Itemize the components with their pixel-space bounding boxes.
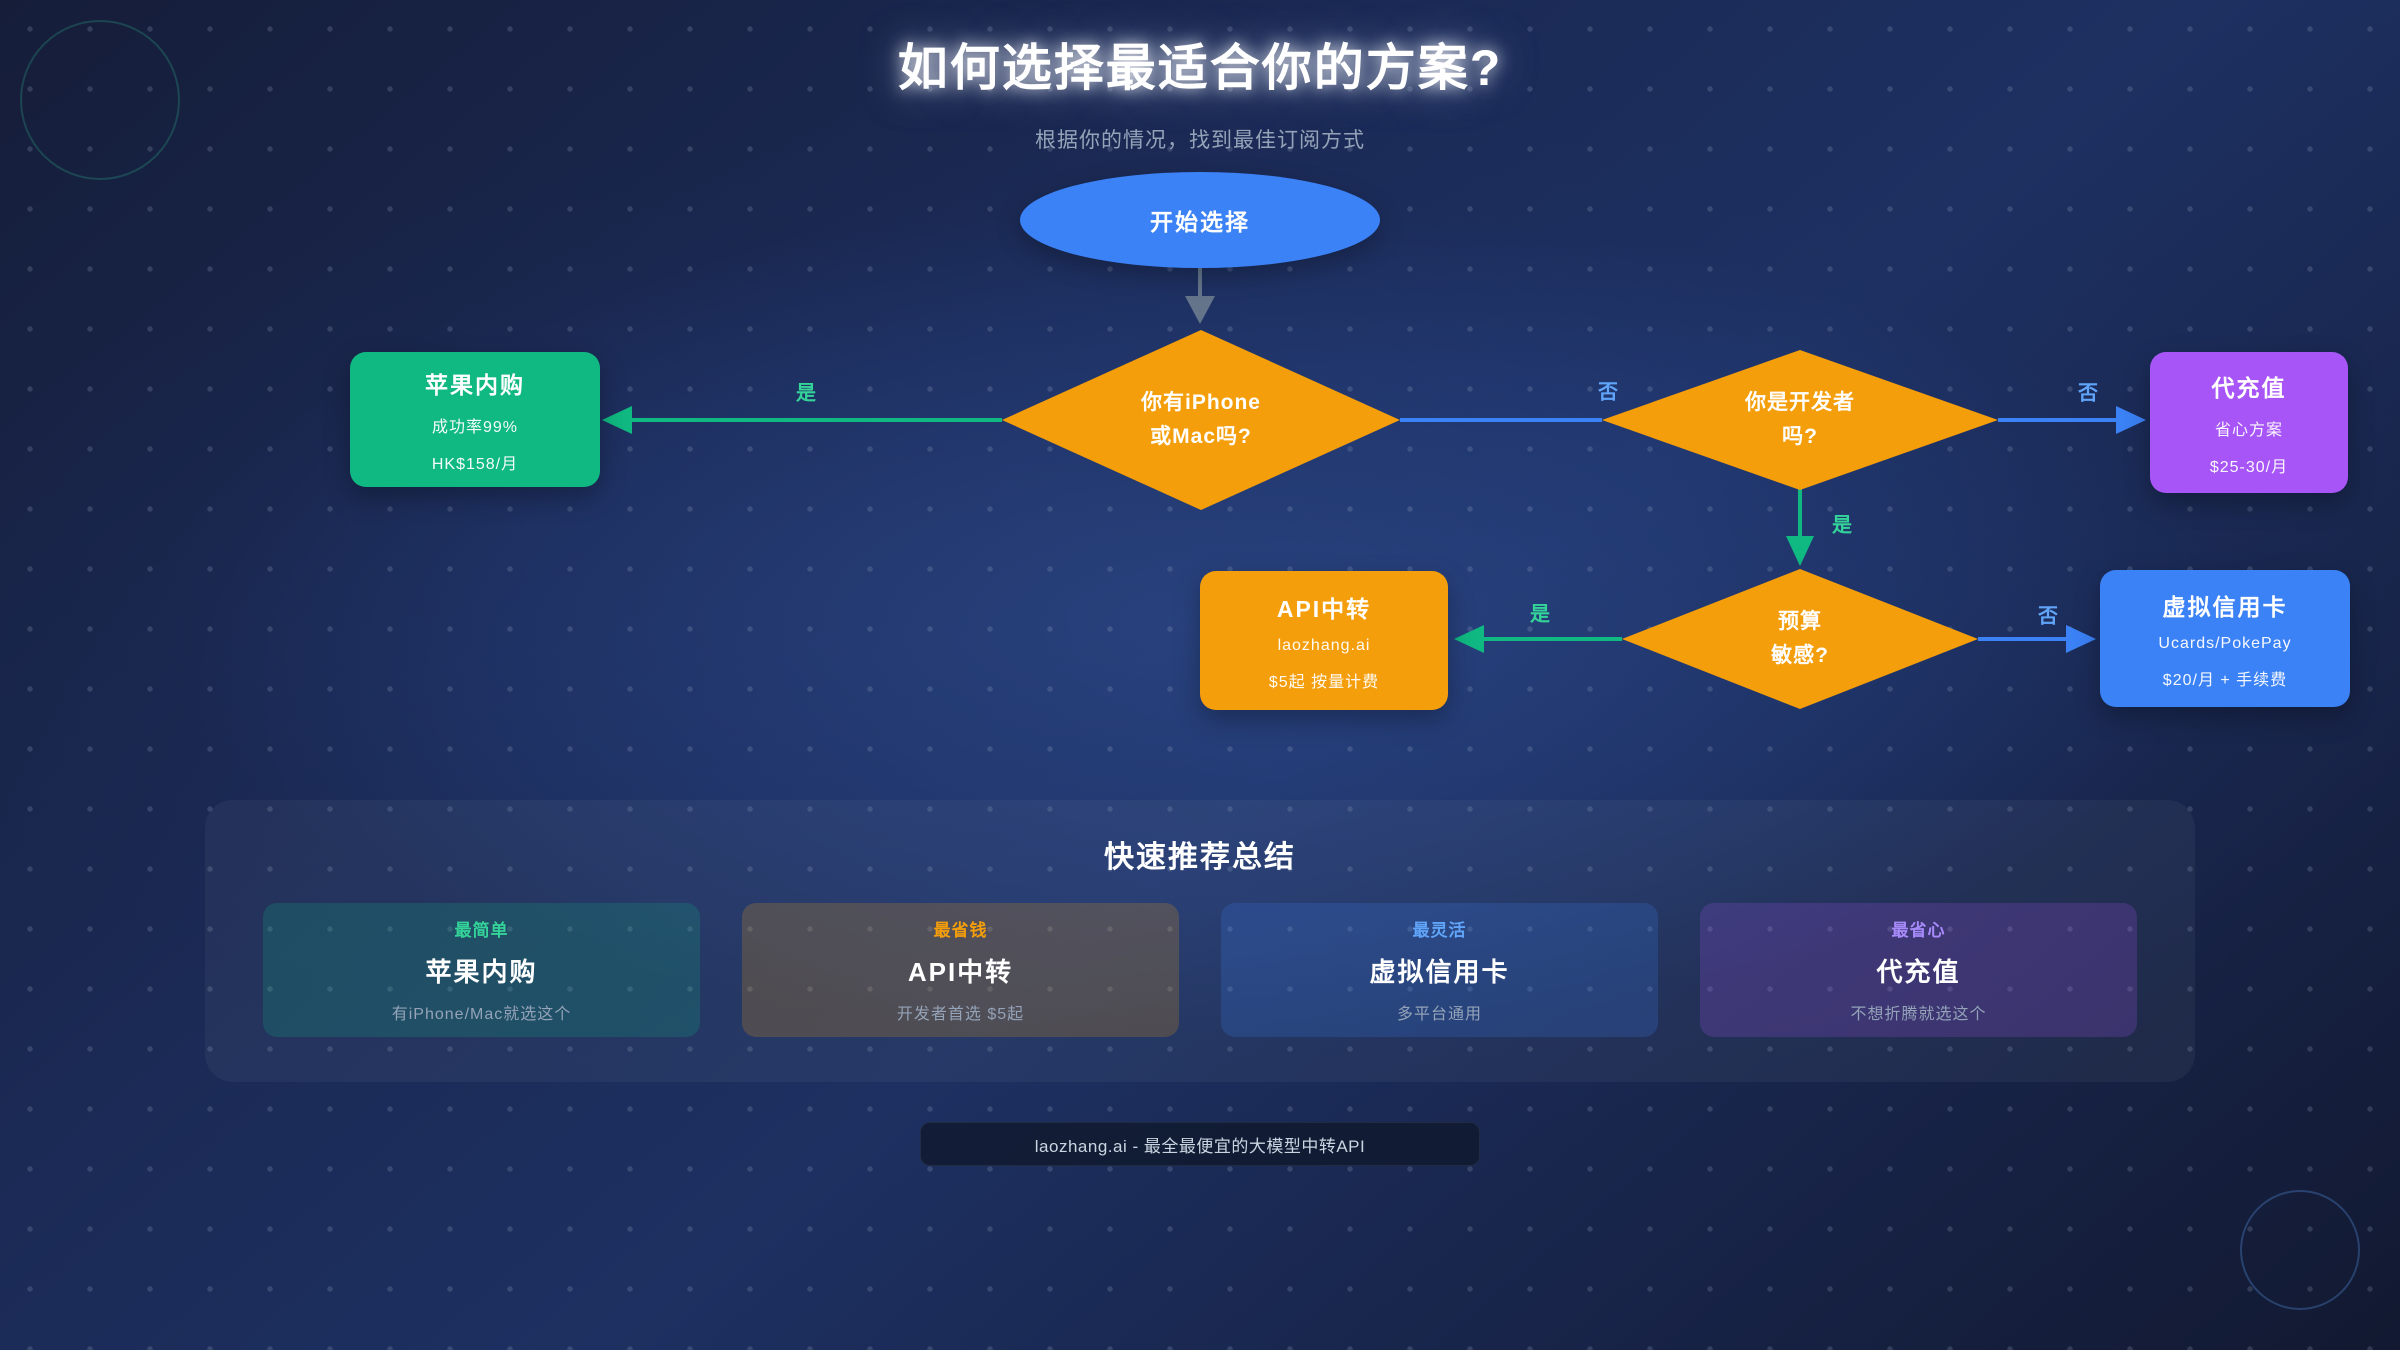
outcome-vcc-line2: $20/月 + 手续费 (2162, 671, 2288, 689)
decision-iphone-mac-line2: 或Mac吗? (1150, 425, 1252, 448)
summary-panel: 快速推荐总结 最简单 苹果内购 有iPhone/Mac就选这个 最省钱 API中… (205, 800, 2195, 1082)
summary-card-recharge-title: 代充值 (1876, 957, 1961, 987)
summary-card-apple-title: 苹果内购 (425, 957, 538, 987)
summary-card-vcc-title: 虚拟信用卡 (1369, 957, 1510, 987)
summary-card-recharge: 最省心 代充值 不想折腾就选这个 (1700, 903, 2137, 1037)
summary-card-api-desc: 开发者首选 $5起 (896, 1006, 1025, 1023)
summary-card-recharge-badge: 最省心 (1891, 921, 1946, 940)
outcome-recharge-title: 代充值 (2211, 374, 2287, 401)
edge-label-no-to-developer: 否 (1598, 381, 1618, 404)
outcome-api-title: API中转 (1276, 595, 1372, 622)
decorative-circle-bottom-right (2240, 1190, 2360, 1310)
decision-iphone-mac-line1: 你有iPhone (1140, 391, 1261, 414)
decorative-circle-top-left (20, 20, 180, 180)
outcome-recharge-line2: $25-30/月 (2209, 458, 2289, 476)
summary-cards: 最简单 苹果内购 有iPhone/Mac就选这个 最省钱 API中转 开发者首选… (205, 903, 2195, 1037)
summary-card-api-title: API中转 (907, 957, 1014, 987)
outcome-vcc-line1: Ucards/PokePay (2158, 634, 2292, 652)
decision-iphone-mac: 你有iPhone 或Mac吗? (1002, 330, 1400, 510)
outcome-virtual-card: 虚拟信用卡 Ucards/PokePay $20/月 + 手续费 (2100, 570, 2350, 707)
header: 如何选择最适合你的方案? 根据你的情况，找到最佳订阅方式 (0, 28, 2400, 154)
summary-card-apple-desc: 有iPhone/Mac就选这个 (391, 1006, 572, 1023)
outcome-apple-line1: 成功率99% (431, 418, 519, 436)
outcome-apple-iap: 苹果内购 成功率99% HK$158/月 (350, 352, 600, 487)
summary-card-vcc: 最灵活 虚拟信用卡 多平台通用 (1221, 903, 1658, 1037)
decision-developer-line2: 吗? (1782, 425, 1818, 448)
summary-card-api: 最省钱 API中转 开发者首选 $5起 (742, 903, 1179, 1037)
footer-brand-text: laozhang.ai - 最全最便宜的大模型中转API (1034, 1136, 1366, 1156)
edge-label-no-to-vcc: 否 (2038, 605, 2058, 628)
decision-developer-line1: 你是开发者 (1745, 391, 1855, 414)
footer-brand-badge: laozhang.ai - 最全最便宜的大模型中转API (920, 1122, 1480, 1166)
edge-label-no-to-recharge: 否 (2078, 382, 2098, 405)
decision-budget-line1: 预算 (1777, 610, 1822, 633)
summary-card-apple-badge: 最简单 (454, 921, 509, 940)
page-subtitle: 根据你的情况，找到最佳订阅方式 (1035, 129, 1365, 152)
summary-card-vcc-desc: 多平台通用 (1396, 1006, 1482, 1023)
page-title: 如何选择最适合你的方案? (897, 40, 1503, 96)
decision-budget-line2: 敏感? (1771, 644, 1829, 667)
decision-budget: 预算 敏感? (1622, 569, 1978, 709)
summary-card-apple: 最简单 苹果内购 有iPhone/Mac就选这个 (263, 903, 700, 1037)
summary-title: 快速推荐总结 (1104, 841, 1296, 874)
edge-label-yes-to-api: 是 (1530, 603, 1550, 626)
decision-developer: 你是开发者 吗? (1602, 350, 1998, 490)
flow-start-node: 开始选择 (1020, 172, 1380, 268)
summary-card-api-badge: 最省钱 (933, 921, 988, 940)
outcome-api-relay: API中转 laozhang.ai $5起 按量计费 (1200, 571, 1448, 710)
outcome-apple-line2: HK$158/月 (431, 455, 519, 473)
summary-card-recharge-desc: 不想折腾就选这个 (1850, 1006, 1987, 1023)
edge-label-yes-to-budget: 是 (1832, 514, 1852, 537)
summary-card-vcc-badge: 最灵活 (1412, 921, 1467, 940)
outcome-recharge-line1: 省心方案 (2214, 421, 2283, 439)
flow-start-label: 开始选择 (1150, 209, 1250, 235)
outcome-api-line1: laozhang.ai (1277, 636, 1371, 654)
outcome-apple-title: 苹果内购 (425, 371, 525, 398)
outcome-recharge: 代充值 省心方案 $25-30/月 (2150, 352, 2348, 493)
outcome-api-line2: $5起 按量计费 (1268, 673, 1380, 691)
edge-label-yes-to-apple: 是 (796, 382, 816, 405)
outcome-vcc-title: 虚拟信用卡 (2162, 593, 2288, 620)
